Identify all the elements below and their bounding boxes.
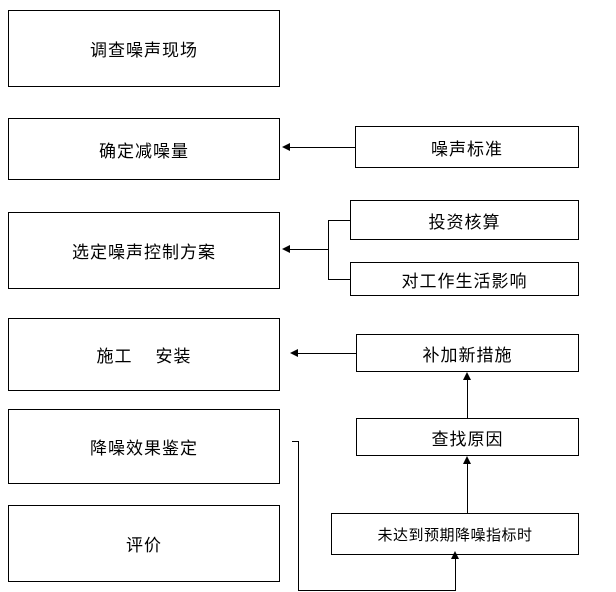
node-find-cause: 查找原因 [356,418,579,456]
connector-effect-loop-vertical [298,441,299,591]
node-label: 评价 [126,536,162,555]
connector-effect-loop-bottom [298,590,456,591]
node-label: 查找原因 [431,429,504,449]
node-survey: 调查噪声现场 [8,10,280,87]
node-label: 投资核算 [428,212,501,232]
node-effect-evaluation: 降噪效果鉴定 [8,409,280,484]
node-evaluate: 评价 [8,505,280,582]
node-label: 确定减噪量 [99,141,189,161]
node-label: 补加新措施 [422,345,513,365]
connector-impact-stub [328,279,350,280]
node-label: 调查噪声现场 [90,41,198,60]
node-label: 未达到预期降噪指标时 [377,526,533,544]
node-new-measures: 补加新措施 [356,334,579,372]
node-label: 选定噪声控制方案 [72,243,216,262]
node-budget: 投资核算 [350,200,579,240]
connector-notreached-to-findcause [467,462,468,513]
connector-bracket-vertical [328,220,329,280]
node-label: 噪声标准 [431,139,503,159]
arrowhead-loop-to-notreached [451,551,459,559]
node-reduction: 确定减噪量 [8,118,280,180]
connector-budget-stub [328,220,350,221]
node-construction: 施工 安装 [8,318,280,391]
connector-findcause-to-newmeasures [467,378,468,418]
node-impact: 对工作生活影响 [350,262,579,296]
arrowhead-bracket-to-plan [282,245,290,253]
node-plan: 选定噪声控制方案 [8,212,280,289]
node-not-reached-target: 未达到预期降噪指标时 [331,513,579,555]
arrowhead-notreached-to-findcause [463,456,471,464]
node-label: 施工 安装 [96,347,192,366]
arrowhead-newmeasures-to-construction [290,349,298,357]
node-standard: 噪声标准 [355,126,579,168]
arrowhead-standard-to-reduction [282,143,290,151]
node-label: 降噪效果鉴定 [90,439,198,458]
node-label: 对工作生活影响 [401,271,528,291]
connector-newmeasures-to-construction [296,353,356,354]
connector-bracket-to-plan [288,249,328,250]
connector-standard-to-reduction [288,147,355,148]
connector-loop-to-notreached [455,557,456,591]
arrowhead-findcause-to-newmeasures [463,372,471,380]
connector-effect-loop-top [292,441,299,442]
